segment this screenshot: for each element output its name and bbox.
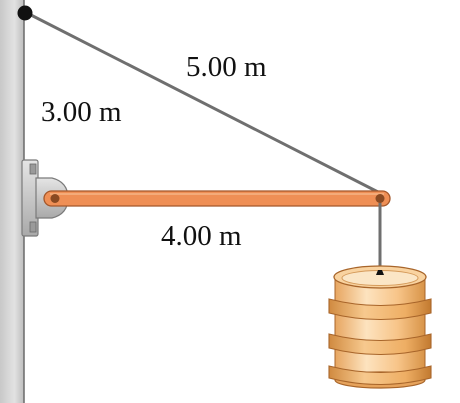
cable-anchor-icon [17, 5, 33, 21]
support-cable [25, 11, 382, 195]
label-vertical: 3.00 m [41, 96, 122, 128]
beam-pivot-pin [50, 194, 60, 203]
wall [0, 0, 25, 403]
barrel-icon [328, 265, 432, 389]
label-horizontal: 4.00 m [161, 220, 242, 252]
horizontal-beam [43, 190, 391, 207]
label-hypotenuse: 5.00 m [186, 51, 267, 83]
beam-end-pin [375, 194, 385, 203]
